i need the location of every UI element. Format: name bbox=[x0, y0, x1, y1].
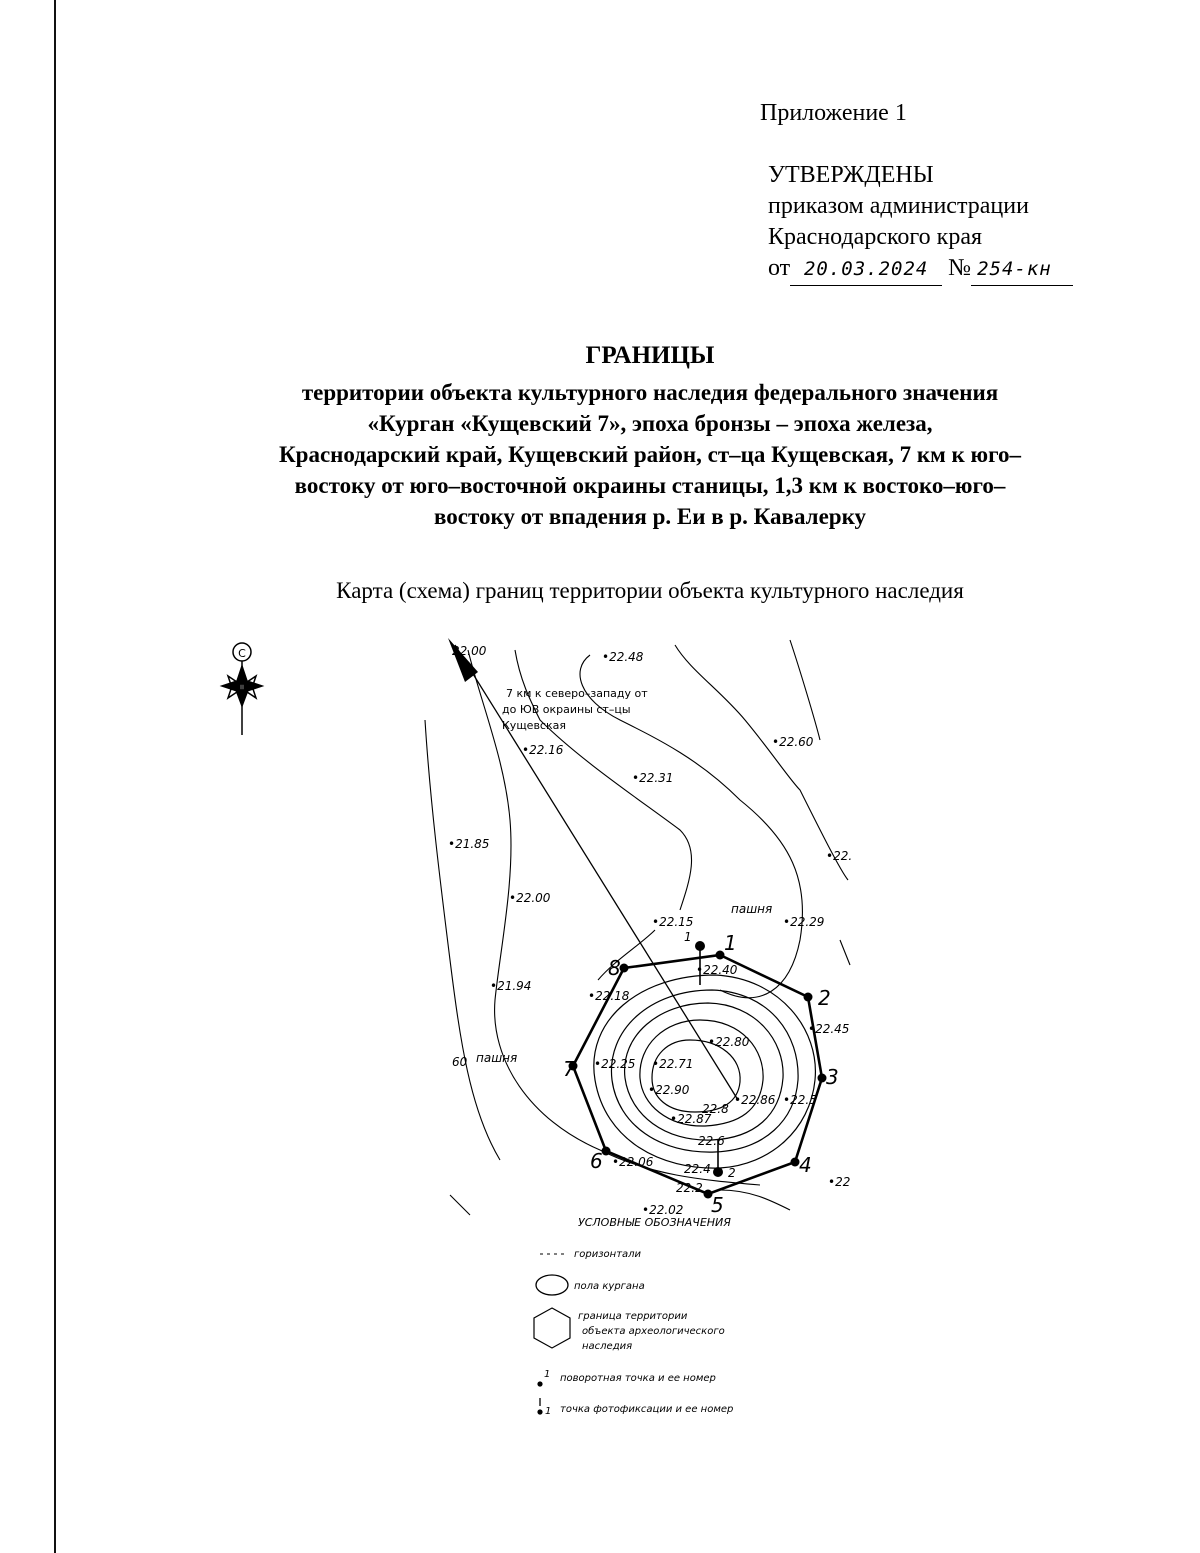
elevation-25: 22.6 bbox=[698, 1134, 725, 1148]
elevation-14: •22.80 bbox=[708, 1035, 750, 1049]
compass-north-letter: С bbox=[238, 647, 246, 660]
title-line-5: востоку от впадения р. Еи в р. Кавалерку bbox=[433, 504, 867, 529]
legend-turning-point: поворотная точка и ее номер bbox=[560, 1373, 716, 1384]
field-label-east: пашня bbox=[731, 902, 772, 916]
date-prefix: от bbox=[768, 255, 791, 281]
elevation-7: •22.00 bbox=[509, 891, 551, 905]
elevation-8: •22.15 bbox=[652, 915, 693, 929]
elevation-28: 60 bbox=[452, 1055, 468, 1069]
elevation-4: •22.31 bbox=[632, 771, 673, 785]
approved-heading: УТВЕРЖДЕНЫ bbox=[768, 162, 934, 188]
elevation-26: 22.4 bbox=[684, 1162, 711, 1176]
elevation-16: •22.25 bbox=[594, 1057, 635, 1071]
elevation-13: •22.45 bbox=[808, 1022, 849, 1036]
elevation-22: •22.02 bbox=[642, 1203, 683, 1217]
elevation-5: •22. bbox=[826, 849, 852, 863]
turning-point-icon bbox=[537, 1381, 543, 1387]
boundary-vertex-7 bbox=[568, 1061, 578, 1071]
turning-point-label-5: 5 bbox=[711, 1193, 724, 1217]
boundary-hexagon-icon bbox=[533, 1307, 571, 1349]
photo-point-2-label: 2 bbox=[728, 1166, 736, 1180]
photo-point-2: 2 bbox=[713, 1166, 736, 1180]
boundary-vertex-1 bbox=[715, 950, 725, 960]
elevation-23: •22 bbox=[828, 1175, 850, 1189]
elevation-18: •22.86 bbox=[734, 1093, 776, 1107]
photo-point-1: 1 bbox=[684, 930, 705, 951]
title-line-1: территории объекта культурного наследия … bbox=[301, 380, 999, 405]
direction-note: 7 км к северо–западу от до ЮВ окраины ст… bbox=[502, 687, 648, 732]
elevation-0: 22.00 bbox=[452, 644, 487, 658]
direction-note-line-2: до ЮВ окраины ст–цы bbox=[502, 703, 631, 716]
elevation-15: •22.71 bbox=[652, 1057, 693, 1071]
turning-point-label-3: 3 bbox=[826, 1065, 839, 1089]
handwritten-date: 20.03.2024 bbox=[790, 254, 943, 286]
legend-boundary-3: наследия bbox=[582, 1341, 632, 1352]
compass-icon: С bbox=[219, 642, 265, 735]
title-heading: ГРАНИЦЫ bbox=[585, 342, 715, 369]
photo-point-icon bbox=[537, 1409, 543, 1415]
turning-point-label-4: 4 bbox=[799, 1153, 812, 1177]
turning-point-label-6: 6 bbox=[590, 1149, 603, 1173]
elevation-17: •22.90 bbox=[648, 1083, 690, 1097]
title-line-3: Краснодарский край, Кущевский район, ст–… bbox=[278, 442, 1021, 467]
turning-point-labels: 1 2 3 4 5 6 7 8 bbox=[563, 931, 839, 1217]
elevation-27: 22.2 bbox=[676, 1181, 703, 1195]
elevation-9: •22.29 bbox=[783, 915, 824, 929]
title-line-2: «Курган «Кущевский 7», эпоха бронзы – эп… bbox=[367, 411, 933, 436]
boundary-vertex-6 bbox=[601, 1146, 611, 1156]
legend-boundary-1: граница территории bbox=[578, 1311, 688, 1322]
elevation-19: •22.87 bbox=[670, 1112, 712, 1126]
elevation-3: •22.60 bbox=[772, 735, 814, 749]
elevation-6: •21.85 bbox=[448, 837, 489, 851]
elevation-1: •22.48 bbox=[602, 650, 644, 664]
legend-boundary-2: объекта археологического bbox=[582, 1325, 725, 1337]
page-margin-line bbox=[54, 0, 56, 1553]
photo-point-icon-number: 1 bbox=[545, 1406, 551, 1417]
map-legend: УСЛОВНЫЕ ОБОЗНАЧЕНИЯ горизонтали пола ку… bbox=[533, 1216, 733, 1417]
turning-point-icon-number: 1 bbox=[544, 1369, 550, 1380]
direction-note-line-3: Кущевская bbox=[502, 719, 566, 732]
elevation-20: •22.5 bbox=[783, 1093, 817, 1107]
handwritten-number: 254-кн bbox=[971, 254, 1074, 286]
approval-line-1: приказом администрации bbox=[768, 193, 1029, 219]
boundary-vertices bbox=[568, 950, 827, 1199]
direction-note-line-1: 7 км к северо–западу от bbox=[506, 687, 648, 700]
elevation-21: •22.06 bbox=[612, 1155, 654, 1169]
boundary-vertex-4 bbox=[790, 1157, 800, 1167]
boundary-vertex-8 bbox=[619, 963, 629, 973]
elevation-24: 22.8 bbox=[702, 1102, 729, 1116]
turning-point-label-8: 8 bbox=[608, 956, 621, 980]
mound-ring-icon bbox=[535, 1274, 569, 1296]
title-line-4: востоку от юго–восточной окраины станицы… bbox=[294, 473, 1006, 498]
legend-contours: горизонтали bbox=[574, 1249, 642, 1260]
elevation-10: •21.94 bbox=[490, 979, 531, 993]
boundary-vertex-3 bbox=[817, 1073, 827, 1083]
direction-arrow bbox=[448, 638, 739, 1101]
field-label-west: пашня bbox=[476, 1051, 517, 1065]
legend-photo-point: точка фотофиксации и ее номер bbox=[560, 1404, 733, 1415]
elevation-marks: 22.00 •22.48 •22.16 •22.60 •22.31 •22. •21.85 •… bbox=[448, 644, 852, 1217]
turning-point-label-7: 7 bbox=[563, 1057, 576, 1081]
approval-line-2: Краснодарского края bbox=[768, 224, 983, 250]
document-title: ГРАНИЦЫ территории объекта культурного н… bbox=[100, 340, 1200, 532]
elevation-2: •22.16 bbox=[522, 743, 564, 757]
appendix-label: Приложение 1 bbox=[760, 100, 907, 126]
legend-title: УСЛОВНЫЕ ОБОЗНАЧЕНИЯ bbox=[578, 1216, 731, 1229]
elevation-12: •22.40 bbox=[696, 963, 738, 977]
turning-point-label-2: 2 bbox=[818, 986, 831, 1010]
elevation-11: •22.18 bbox=[588, 989, 630, 1003]
photo-point-1-label: 1 bbox=[684, 930, 692, 944]
boundary-vertex-5 bbox=[703, 1189, 713, 1199]
map-subtitle: Карта (схема) границ территории объекта … bbox=[336, 578, 964, 603]
boundary-vertex-2 bbox=[803, 992, 813, 1002]
approval-block: УТВЕРЖДЕНЫ приказом администрации Красно… bbox=[768, 160, 1074, 286]
number-prefix: № bbox=[948, 255, 972, 281]
legend-mound: пола кургана bbox=[574, 1281, 645, 1292]
turning-point-label-1: 1 bbox=[724, 931, 737, 955]
